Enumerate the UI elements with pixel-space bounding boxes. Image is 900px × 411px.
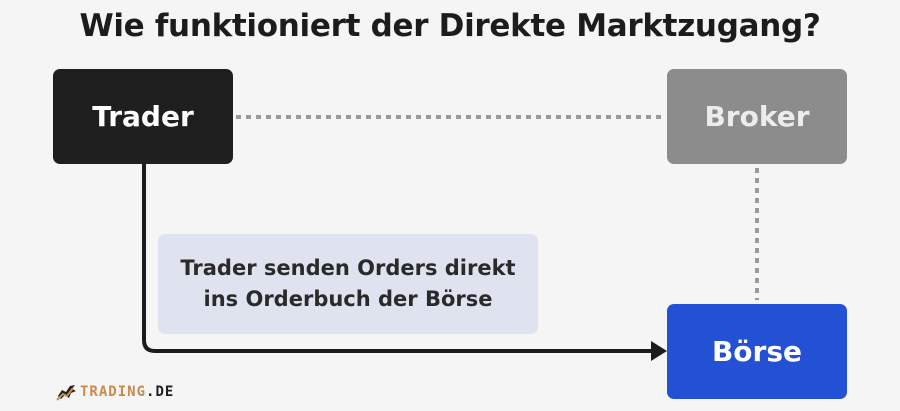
note-line-1: Trader senden Orders direkt — [180, 256, 516, 280]
logo-tld: .DE — [146, 384, 175, 400]
boerse-node: Börse — [667, 304, 847, 399]
logo-word: TRADING — [80, 384, 147, 400]
note-line-2: ins Orderbuch der Börse — [203, 287, 493, 311]
trader-boerse-arrow-line — [142, 164, 652, 353]
broker-node: Broker — [667, 69, 847, 164]
bull-logo-icon — [56, 385, 76, 401]
trader-label: Trader — [92, 100, 194, 133]
explanation-note: Trader senden Orders direkt ins Orderbuc… — [158, 234, 538, 334]
diagram-title: Wie funktioniert der Direkte Marktzugang… — [79, 8, 821, 44]
arrow-head-icon — [651, 341, 667, 361]
brand-logo: TRADING .DE — [56, 381, 174, 403]
boerse-label: Börse — [711, 335, 803, 368]
trader-node: Trader — [53, 69, 233, 164]
broker-label: Broker — [704, 100, 810, 133]
